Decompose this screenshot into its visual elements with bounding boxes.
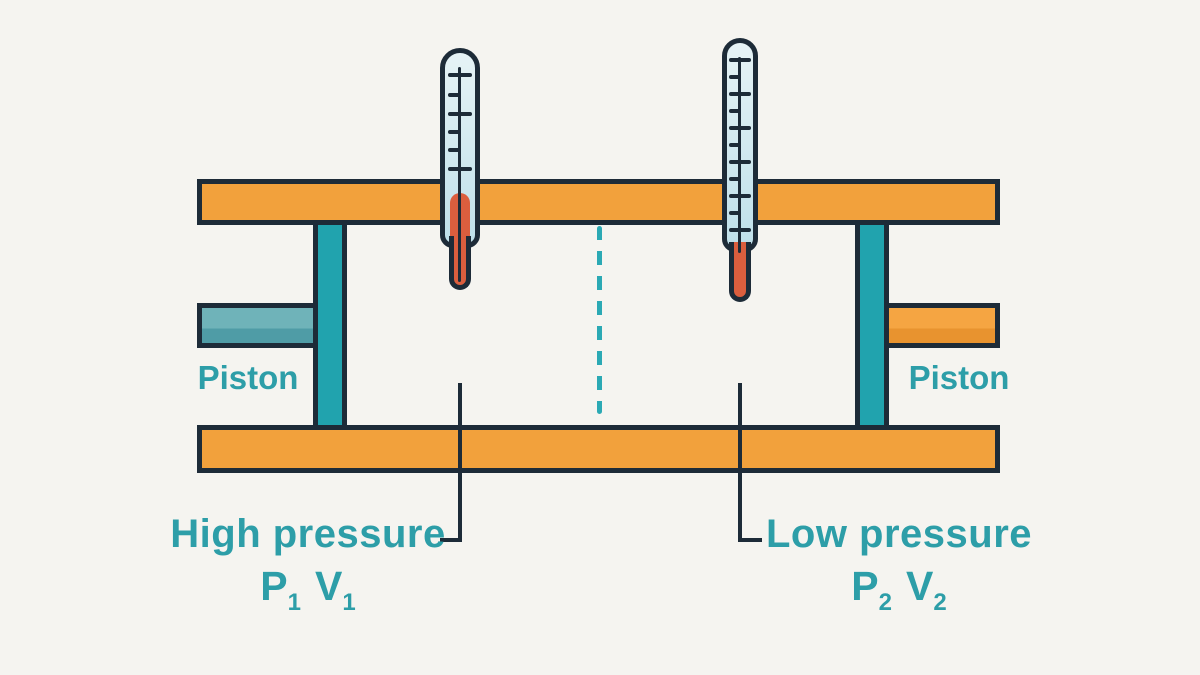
thermometer-left-icon: [440, 48, 480, 293]
formula-subscript: 2: [878, 589, 892, 616]
thermometer-tick: [729, 75, 741, 79]
dashed-partition-line: [597, 226, 602, 414]
piston-rod-right: [880, 303, 1000, 348]
thermometer-tick: [448, 167, 472, 171]
low-pressure-leader-line: [738, 383, 742, 542]
thermometer-capillary: [458, 67, 461, 282]
piston-plate-left: [313, 210, 347, 450]
formula-subscript: 1: [287, 589, 301, 616]
thermometer-tick: [448, 130, 461, 134]
thermometer-tick: [729, 194, 751, 198]
cylinder-bottom-wall: [197, 425, 1000, 473]
piston-rod-left: [197, 303, 322, 348]
piston-label-left: Piston: [197, 359, 299, 396]
formula-symbol: V: [906, 563, 934, 609]
formula-subscript: 2: [933, 589, 947, 616]
high-pressure-leader-line: [458, 383, 462, 542]
thermometer-tick: [729, 211, 741, 215]
thermometer-tick: [729, 126, 751, 130]
thermometer-tick: [729, 177, 741, 181]
thermometer-tick: [729, 143, 741, 147]
piston-plate-right: [855, 210, 889, 450]
thermometer-tick: [448, 73, 472, 77]
thermometer-tick: [729, 228, 751, 232]
thermometer-right-icon: [722, 38, 758, 304]
low-pressure-leader-elbow: [738, 538, 762, 542]
high-pressure-leader-elbow: [440, 538, 462, 542]
thermometer-tick: [448, 148, 461, 152]
formula-symbol: P: [260, 563, 288, 609]
high-pressure-title: High pressure: [170, 512, 446, 556]
low-pressure-title: Low pressure: [765, 512, 1033, 556]
formula-symbol: P: [851, 563, 879, 609]
thermometer-tick: [729, 58, 751, 62]
formula-symbol: V: [315, 563, 343, 609]
piston-label-right: Piston: [908, 359, 1010, 396]
thermometer-bulb-tube: [729, 242, 751, 302]
thermometer-tick: [448, 112, 472, 116]
thermometer-capillary: [738, 57, 741, 253]
cylinder-top-wall: [197, 179, 1000, 225]
thermometer-tick: [729, 109, 741, 113]
thermometer-tick: [729, 92, 751, 96]
formula-subscript: 1: [342, 589, 356, 616]
thermometer-tick: [448, 93, 461, 97]
thermometer-tick: [729, 160, 751, 164]
